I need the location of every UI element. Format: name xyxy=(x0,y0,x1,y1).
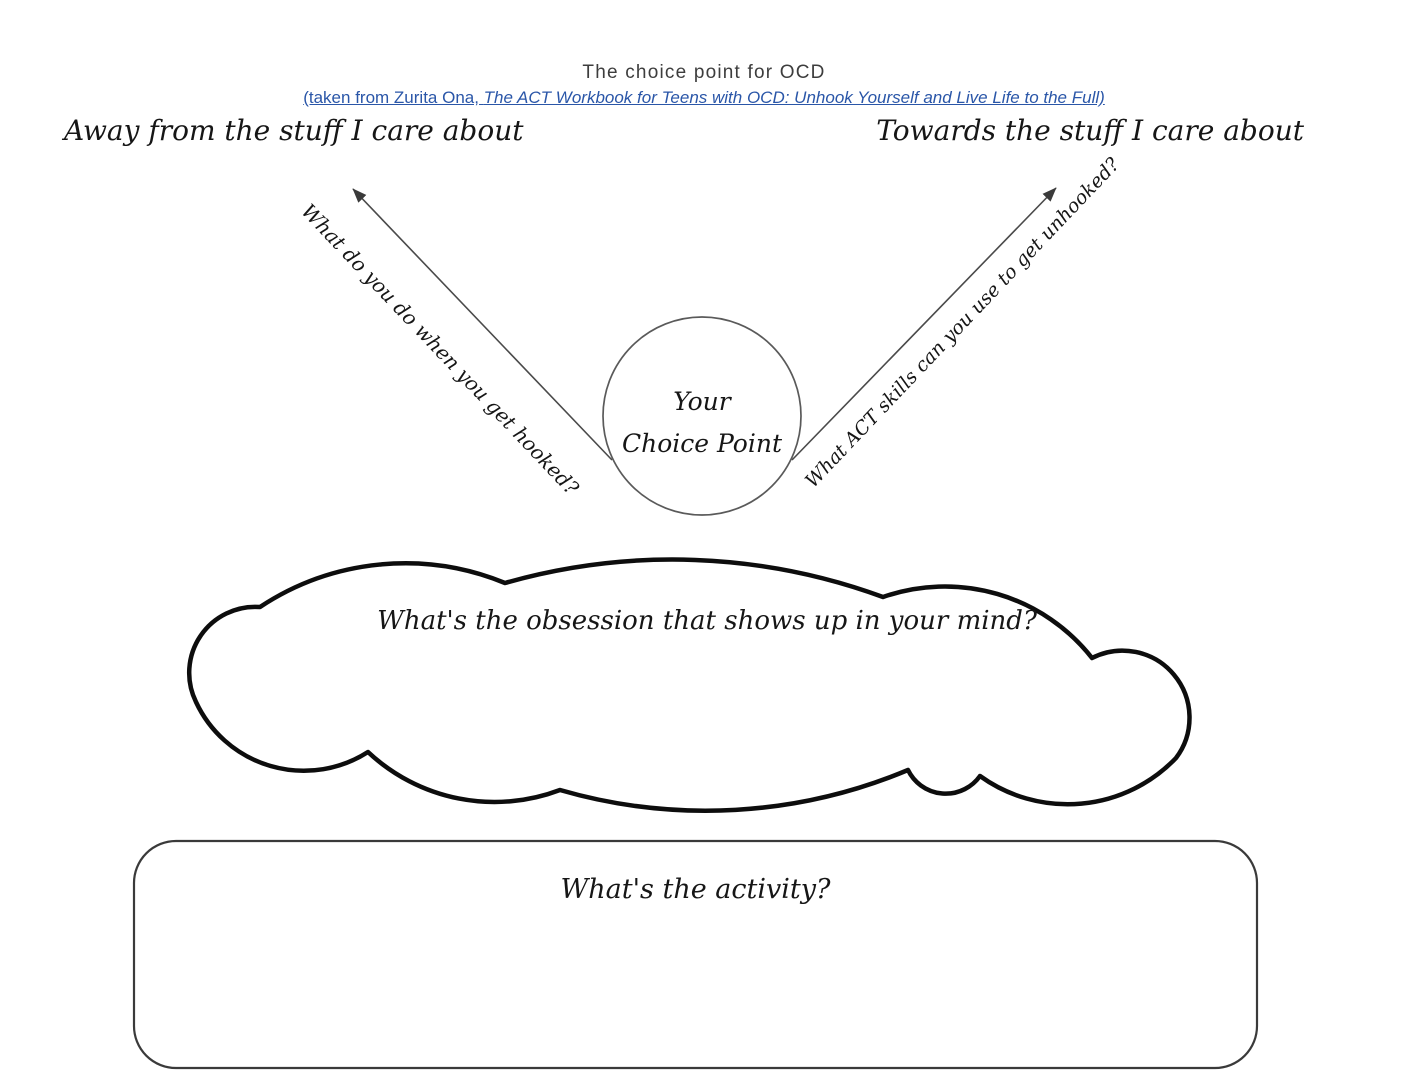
source-attribution: (taken from Zurita Ona, The ACT Workbook… xyxy=(0,88,1408,108)
label-towards: Towards the stuff I care about xyxy=(876,114,1304,147)
choice-circle-line2: Choice Point xyxy=(621,429,783,458)
activity-question: What's the activity? xyxy=(560,874,831,905)
choice-circle-line1: Your xyxy=(673,387,731,416)
source-link-book-title: The ACT Workbook for Teens with OCD: Unh… xyxy=(483,88,1105,107)
cloud-shape xyxy=(187,557,1192,813)
choice-circle-label: Your Choice Point xyxy=(602,318,802,518)
activity-box-shape xyxy=(132,839,1259,1070)
source-link-prefix: (taken from Zurita Ona, xyxy=(303,88,484,107)
choice-circle-shape xyxy=(602,316,802,516)
label-away-from: Away from the stuff I care about xyxy=(64,114,524,147)
towards-arrow xyxy=(791,187,1057,461)
source-link[interactable]: (taken from Zurita Ona, The ACT Workbook… xyxy=(303,88,1105,107)
away-arrow xyxy=(352,188,613,461)
page-title: The choice point for OCD xyxy=(582,62,826,83)
cloud-question: What's the obsession that shows up in yo… xyxy=(377,606,1037,636)
